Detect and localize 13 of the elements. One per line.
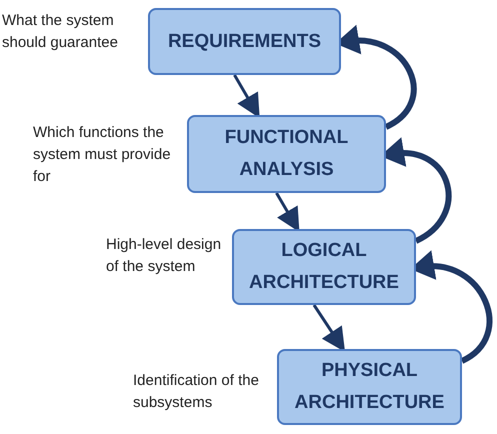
process-box — [148, 8, 341, 75]
arrow — [312, 304, 346, 352]
side-note: What the system should guarantee — [2, 11, 119, 53]
process-box — [277, 349, 462, 425]
side-note: Which functions the system must provide for — [33, 123, 172, 187]
side-note: High-level design of the system — [106, 235, 222, 277]
box-label: FUNCTIONAL ANALYSIS — [224, 126, 350, 182]
process-box — [187, 115, 386, 193]
box-label: PHYSICAL ARCHITECTURE — [294, 359, 446, 415]
box-label: LOGICAL ARCHITECTURE — [248, 239, 400, 295]
process-box — [232, 229, 416, 305]
side-note: Identification of the subsystems — [133, 371, 260, 413]
box-label: REQUIREMENTS — [166, 30, 322, 54]
